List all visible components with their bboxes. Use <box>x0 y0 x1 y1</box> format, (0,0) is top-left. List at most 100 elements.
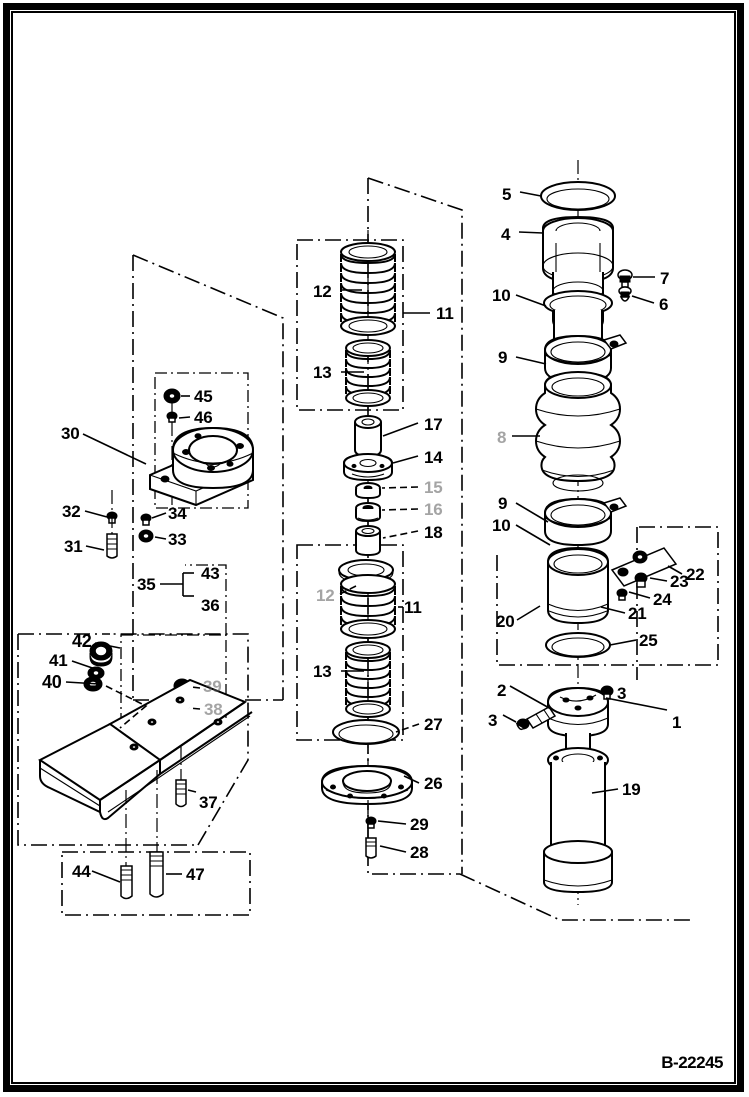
callout-label-27: 27 <box>424 715 443 734</box>
leader-lines <box>65 191 683 883</box>
part-18-cup <box>355 525 381 557</box>
page-outer-border <box>3 3 744 1092</box>
callout-label-11b: 11 <box>404 598 422 617</box>
page-inner-border <box>11 11 736 1084</box>
callout-label-31: 31 <box>64 537 83 556</box>
part-36-pedal-plate <box>38 678 253 821</box>
callout-label-18: 18 <box>424 523 443 542</box>
callout-label-36: 36 <box>201 596 220 615</box>
callout-label-35: 35 <box>137 575 156 594</box>
part-26-mounting-flange <box>321 764 413 806</box>
part-22-clamp-bracket <box>610 547 678 587</box>
callout-label-12a: 12 <box>313 282 332 301</box>
part-2-pin <box>525 706 557 729</box>
callout-label-32: 32 <box>62 502 81 521</box>
part-9-clamp-upper <box>544 334 628 384</box>
callout-label-30: 30 <box>61 424 80 443</box>
callout-label-10a: 10 <box>492 286 511 305</box>
part-3-bolt-lower <box>515 718 530 731</box>
assembly-left-pedal-bracket <box>38 388 254 900</box>
part-27-oring <box>332 719 400 745</box>
assembly-right-cylinder-bellows <box>515 160 678 905</box>
part-15-washer <box>355 482 381 500</box>
part-28-bolt <box>365 837 377 859</box>
callout-label-24: 24 <box>653 590 672 609</box>
part-24-nut <box>616 588 628 601</box>
part-19-cylinder <box>543 733 613 894</box>
callout-label-17: 17 <box>424 415 443 434</box>
callout-label-6: 6 <box>659 295 669 314</box>
part-44-bolt <box>120 865 133 900</box>
callout-label-46: 46 <box>194 408 213 427</box>
part-8-bellows-boot <box>534 371 622 492</box>
callout-label-2: 2 <box>497 681 507 700</box>
callout-label-33: 33 <box>168 530 187 549</box>
footplate-region-boundary <box>17 633 249 846</box>
part-21-cylinder-sleeve <box>547 546 609 625</box>
part-31-bolt <box>106 533 118 559</box>
callout-label-22: 22 <box>686 565 705 584</box>
callout-label-23: 23 <box>670 572 689 591</box>
callout-label-11a: 11 <box>436 304 454 323</box>
part-30-bearing-housing <box>149 426 254 507</box>
callout-label-29: 29 <box>410 815 429 834</box>
callout-label-12b: 12 <box>316 586 335 605</box>
group-frame-footplate <box>120 564 227 719</box>
callout-label-41: 41 <box>49 651 68 670</box>
part-1-cylinder-head <box>547 686 609 738</box>
part-6-grease-fitting <box>618 286 632 302</box>
callout-label-13b: 13 <box>313 662 332 681</box>
callout-label-21: 21 <box>628 604 647 623</box>
callout-label-25: 25 <box>639 631 658 650</box>
part-47-bolt <box>149 851 164 898</box>
part-46-washer <box>166 411 178 423</box>
part-13-spring-upper-lower <box>345 339 391 407</box>
part-13-spring-lower <box>345 641 391 718</box>
part-16-spacer <box>355 502 381 523</box>
callout-label-3b: 3 <box>488 711 498 730</box>
callout-label-9a: 9 <box>498 348 508 367</box>
callout-label-28: 28 <box>410 843 429 862</box>
callout-label-9b: 9 <box>498 494 508 513</box>
group-frame-bracket-hardware <box>154 372 249 509</box>
callout-label-16: 16 <box>424 500 443 519</box>
group-frame-bottom-bolts <box>61 851 251 916</box>
part-12-spring-upper <box>340 242 396 336</box>
drawing-code: B-22245 <box>661 1053 723 1072</box>
part-33-nut <box>138 529 154 543</box>
callout-label-45: 45 <box>194 387 213 406</box>
callout-label-34: 34 <box>168 504 187 523</box>
right-column-boundary <box>459 527 690 921</box>
callout-label-37: 37 <box>199 793 218 812</box>
callout-label-5: 5 <box>502 185 512 204</box>
callout-label-1: 1 <box>672 713 682 732</box>
part-42-bushing <box>89 641 113 667</box>
callout-label-10b: 10 <box>492 516 511 535</box>
callout-label-20: 20 <box>496 612 515 631</box>
assembly-center-spring-stack <box>321 230 413 860</box>
callout-label-15: 15 <box>424 478 443 497</box>
left-column-boundary <box>132 254 284 701</box>
callout-label-8: 8 <box>497 428 507 447</box>
callout-label-26: 26 <box>424 774 443 793</box>
callout-label-42: 42 <box>72 631 92 651</box>
callout-label-3a: 3 <box>617 684 627 703</box>
callout-label-19: 19 <box>622 780 641 799</box>
callout-label-47: 47 <box>186 865 205 884</box>
part-34-washer <box>140 513 152 526</box>
part-9-clamp-lower <box>544 497 628 547</box>
callout-label-13a: 13 <box>313 363 332 382</box>
callout-label-4: 4 <box>501 225 511 244</box>
callout-label-44: 44 <box>72 862 91 881</box>
group-frame-bellows-clamp <box>496 526 719 666</box>
callout-label-14: 14 <box>424 448 443 467</box>
callout-label-40: 40 <box>42 672 62 692</box>
callout-label-43: 43 <box>201 564 220 583</box>
part-23-bolt <box>634 572 648 588</box>
part-7-fitting <box>617 269 633 288</box>
part-14-flange-washer <box>343 453 393 482</box>
callout-label-38: 38 <box>204 700 223 719</box>
callout-label-7: 7 <box>660 269 670 288</box>
